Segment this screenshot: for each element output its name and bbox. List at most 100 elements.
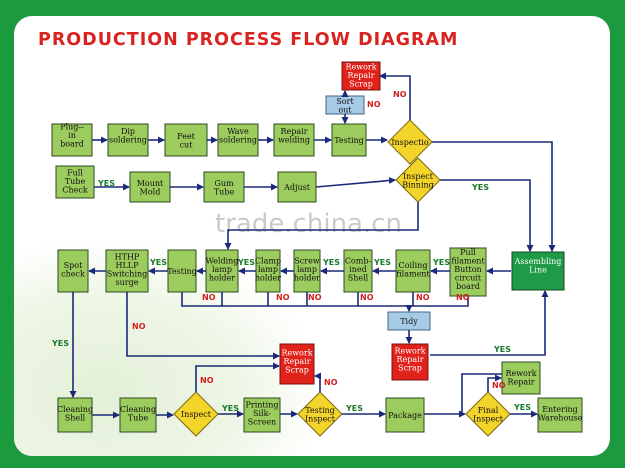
- label-yes: YES: [149, 258, 167, 267]
- connectors: [69, 72, 556, 419]
- node-inspect-bottom-label: Inspect: [181, 410, 212, 419]
- label-no: NO: [393, 90, 407, 99]
- node-testing-top-label: Testing: [334, 136, 364, 145]
- label-no: NO: [360, 293, 374, 302]
- label-yes: YES: [493, 345, 511, 354]
- watermark: trade.china.cn: [215, 209, 402, 239]
- label-yes: YES: [97, 179, 115, 188]
- node-inspectio-label: Inspectio: [391, 138, 429, 147]
- label-no: NO: [492, 381, 506, 390]
- node-adjust-label: Adjust: [283, 183, 311, 192]
- label-yes: YES: [471, 183, 489, 192]
- label-yes: YES: [322, 258, 340, 267]
- label-no: NO: [367, 100, 381, 109]
- diagram-title: PRODUCTION PROCESS FLOW DIAGRAM: [38, 30, 459, 50]
- branch-labels: NO NO YES YES YES YES YES YES YES NO NO …: [51, 90, 531, 413]
- label-no: NO: [324, 378, 338, 387]
- node-package-label: Package: [388, 411, 422, 420]
- node-tidy-label: Tidy: [400, 317, 418, 326]
- label-yes: YES: [237, 258, 255, 267]
- label-no: NO: [202, 293, 216, 302]
- node-adjust: Adjust: [277, 171, 317, 203]
- node-tidy: Tidy: [387, 311, 431, 331]
- label-yes: YES: [373, 258, 391, 267]
- label-yes: YES: [432, 258, 450, 267]
- node-inspectio: Inspectio: [387, 119, 433, 165]
- label-yes: YES: [345, 404, 363, 413]
- label-no: NO: [276, 293, 290, 302]
- label-no: NO: [456, 293, 470, 302]
- label-no: NO: [308, 293, 322, 302]
- label-no: NO: [132, 322, 146, 331]
- label-yes: YES: [51, 339, 69, 348]
- node-testing-mid-label: Testing: [167, 267, 197, 276]
- node-testing-top: Testing: [331, 123, 367, 157]
- label-yes: YES: [513, 403, 531, 412]
- node-package: Package: [385, 397, 425, 433]
- diagram-card: PRODUCTION PROCESS FLOW DIAGRAM trade.ch…: [14, 16, 610, 456]
- node-inspect-bottom: Inspect: [173, 391, 219, 437]
- node-testing-mid: Testing: [167, 249, 197, 293]
- label-yes: YES: [221, 404, 239, 413]
- label-no: NO: [416, 293, 430, 302]
